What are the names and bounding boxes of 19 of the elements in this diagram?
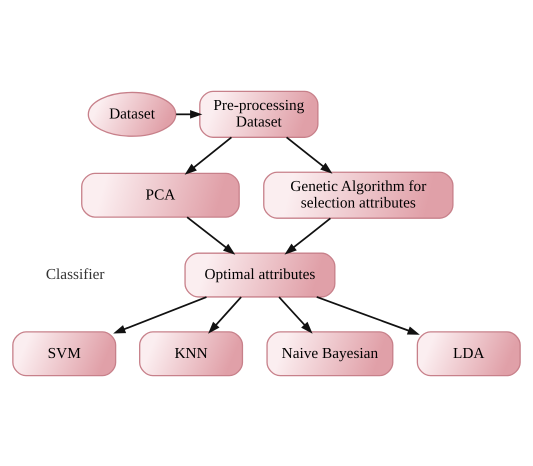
arrow xyxy=(284,217,331,254)
arrow xyxy=(208,296,242,334)
arrow xyxy=(113,296,207,334)
node-box: KNN xyxy=(139,330,244,376)
node-box: SVM xyxy=(12,330,116,376)
node-box: Naive Bayesian xyxy=(266,330,394,376)
label: Classifier xyxy=(46,266,104,283)
arrow xyxy=(316,296,420,334)
arrow xyxy=(278,296,313,334)
node-box: Pre-processing Dataset xyxy=(199,90,319,138)
node-ellipse: Dataset xyxy=(88,91,176,136)
arrow xyxy=(286,136,332,174)
arrow xyxy=(184,136,232,174)
arrow xyxy=(176,110,202,118)
node-box: PCA xyxy=(81,172,240,218)
node-box: Genetic Algorithm for selection attributes xyxy=(263,171,454,218)
node-box: Optimal attributes xyxy=(184,252,336,298)
node-box: LDA xyxy=(416,330,521,376)
arrow xyxy=(186,216,236,254)
